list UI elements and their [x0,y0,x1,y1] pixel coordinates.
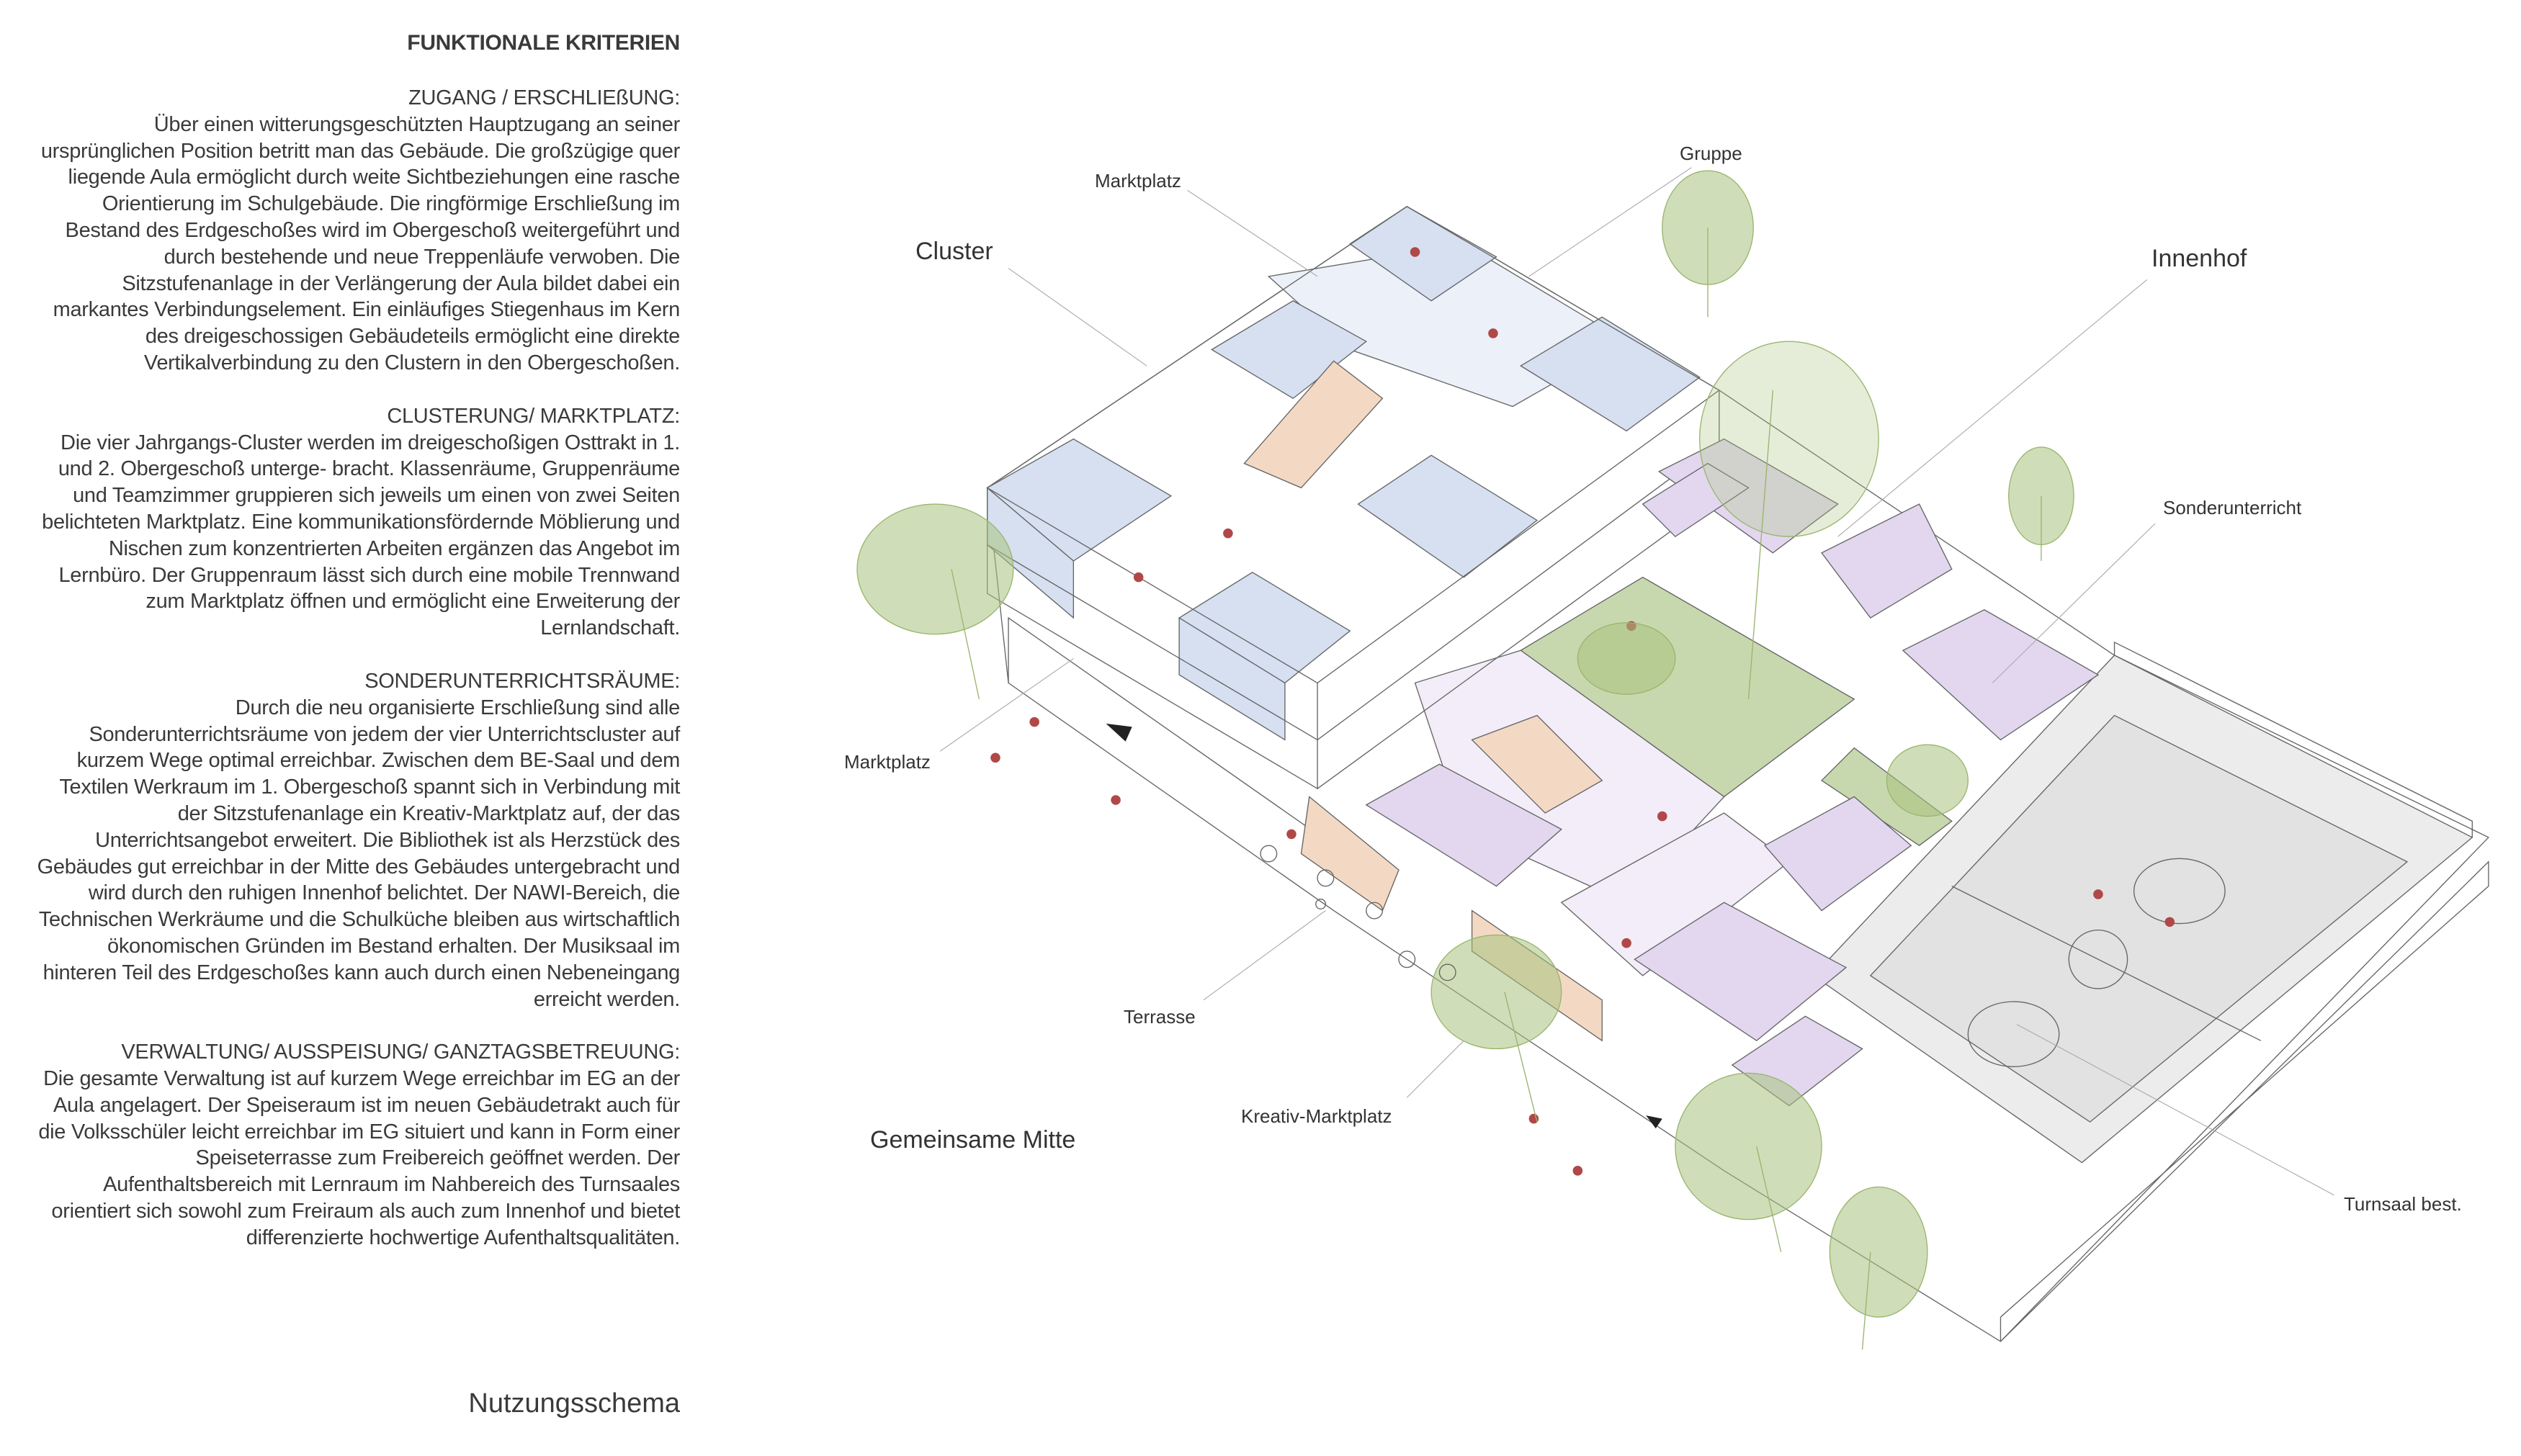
section-clusterung: CLUSTERUNG/ MARKTPLATZ: Die vier Jahrgan… [29,403,680,642]
leader-lines [939,167,2334,1196]
section-title: ZUGANG / ERSCHLIEßUNG: [408,86,680,109]
section-sonderunterricht: SONDERUNTERRICHTSRÄUME: Durch die neu or… [29,668,681,1012]
heading: FUNKTIONALE KRITERIEN [407,31,680,55]
label-cluster: Cluster [915,238,993,265]
label-sonderunterricht: Sonderunterricht [2163,497,2302,518]
cluster-rooms [986,205,1701,741]
diagram-title: Nutzungsschema [468,1388,680,1419]
section-body: Über einen witterungsgeschützten Hauptzu… [40,112,680,374]
section-body: Die gesamte Verwaltung ist auf kurzem We… [38,1067,680,1249]
section-body: Durch die neu organisierte Erschließung … [37,696,681,1011]
gym-turnsaal [1812,641,2473,1164]
section-zugang: ZUGANG / ERSCHLIEßUNG: Über einen witter… [29,85,680,377]
trees [856,170,2074,1350]
entrance-arrow-icon [1106,723,1132,742]
label-marktplatz-left: Marktplatz [844,751,931,773]
label-innenhof: Innenhof [2151,245,2247,272]
label-marktplatz-top: Marktplatz [1095,170,1181,192]
section-title: CLUSTERUNG/ MARKTPLATZ: [387,404,680,428]
section-title: SONDERUNTERRICHTSRÄUME: [364,669,680,693]
text-column: FUNKTIONALE KRITERIEN ZUGANG / ERSCHLIEß… [29,30,681,1278]
section-verwaltung: VERWALTUNG/ AUSSPEISUNG/ GANZTAGSBETREUU… [29,1039,680,1251]
entrance-arrow-icon [1646,1115,1662,1129]
label-kreativ-marktplatz: Kreativ-Marktplatz [1241,1105,1392,1127]
label-gemeinsame-mitte: Gemeinsame Mitte [870,1126,1076,1154]
terrace-tables [1260,845,1456,981]
label-gruppe: Gruppe [1680,143,1742,164]
section-title: VERWALTUNG/ AUSSPEISUNG/ GANZTAGSBETREUU… [121,1041,680,1064]
section-body: Die vier Jahrgangs-Cluster werden im dre… [42,431,680,640]
label-terrasse: Terrasse [1124,1006,1196,1028]
label-turnsaal: Turnsaal best. [2344,1193,2462,1215]
